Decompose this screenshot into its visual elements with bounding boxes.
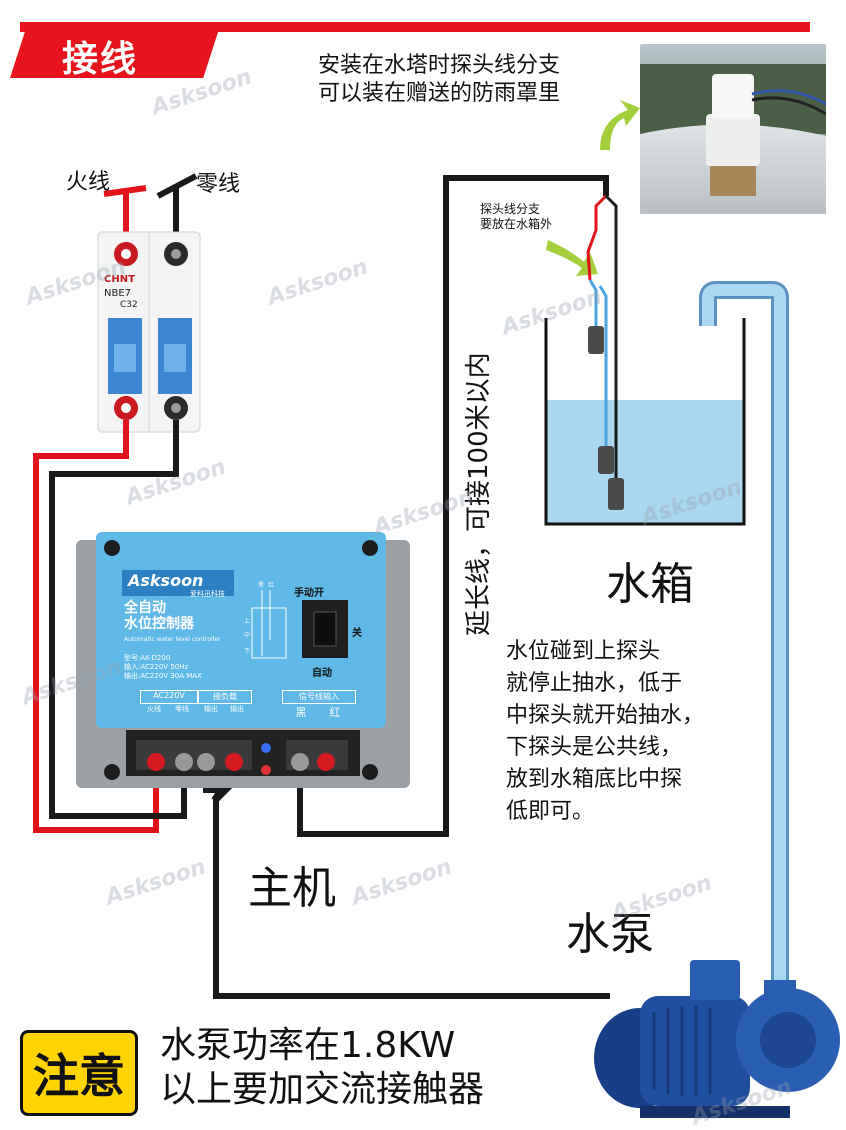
water-pump xyxy=(594,960,840,1118)
host-label: 主机 xyxy=(248,863,336,914)
controller-brand-cn: 爱科迅科技 xyxy=(190,590,225,598)
terminal-live-label: 火线 xyxy=(147,705,161,713)
arrow-to-branch-icon xyxy=(546,240,598,276)
switch-off-label: 关 xyxy=(352,628,362,639)
page-title: 接线 xyxy=(62,39,139,80)
header-tab xyxy=(10,26,220,78)
terminal-black-label: 黑 xyxy=(295,706,307,719)
probe-assembly xyxy=(586,194,624,510)
controller-model: 型号:AK-D200 xyxy=(124,654,171,662)
controller-title-line1: 全自动 xyxy=(124,600,166,616)
terminal-signal-label: 信号线输入 xyxy=(282,690,356,704)
level-description: 水位碰到上探头 就停止抽水，低于 中探头就开始抽水， 下探头是公共线， 放到水箱… xyxy=(506,639,705,824)
switch-on-label: 手动开 xyxy=(294,588,324,599)
controller-title: 全自动 水位控制器 xyxy=(124,600,194,632)
branch-note-line2: 要放在水箱外 xyxy=(480,217,553,231)
controller-unit xyxy=(76,532,410,788)
probe-top-label: 上 xyxy=(244,618,251,625)
probe-red-label: 红 xyxy=(268,582,275,589)
terminal-ac-label: AC220V xyxy=(140,690,198,704)
breaker-brand: CHNT xyxy=(104,274,135,285)
probe-mid-label: 中 xyxy=(244,632,251,639)
tank-label: 水箱 xyxy=(606,559,694,610)
water-tank xyxy=(544,318,746,526)
water-pipe xyxy=(699,281,789,988)
tower-note-line1: 安装在水塔时探头线分支 xyxy=(318,53,561,78)
branch-note: 探头线分支 要放在水箱外 xyxy=(480,202,552,232)
arrow-to-photo-icon xyxy=(600,100,640,150)
controller-specs: 型号:AK-D200 输入:AC220V 50Hz 输出:AC220V 30A … xyxy=(124,654,202,681)
live-wire-label: 火线 xyxy=(66,170,111,195)
probe-bottom-label: 下 xyxy=(244,648,251,655)
pump-label: 水泵 xyxy=(566,909,654,960)
terminal-neutral-label: 零线 xyxy=(175,705,189,713)
terminal-load-label: 接负载 xyxy=(198,690,252,704)
controller-subtitle: Automatic water level controller xyxy=(124,636,221,643)
probe-black-label: 黑 xyxy=(258,582,265,589)
neutral-wire-label: 零线 xyxy=(196,172,241,197)
terminal-out1-label: 输出 xyxy=(204,705,218,713)
breaker-model: NBE7 xyxy=(104,288,132,299)
terminal-out2-label: 输出 xyxy=(230,705,244,713)
warning-text: 水泵功率在1.8KW 以上要加交流接触器 xyxy=(160,1025,485,1110)
controller-brand: Asksoon xyxy=(128,571,204,590)
controller-output: 输出:AC220V 30A MAX xyxy=(124,672,202,680)
controller-title-line2: 水位控制器 xyxy=(124,616,194,632)
circuit-breaker xyxy=(97,231,201,433)
terminal-red-label: 红 xyxy=(329,706,341,719)
header-bar xyxy=(20,22,810,32)
tower-note-line2: 可以装在赠送的防雨罩里 xyxy=(318,81,561,106)
water-tower-photo xyxy=(640,44,826,214)
tower-note: 安装在水塔时探头线分支 可以装在赠送的防雨罩里 xyxy=(318,52,560,108)
switch-auto-label: 自动 xyxy=(312,668,332,679)
breaker-rating: C32 xyxy=(120,300,138,310)
branch-note-line1: 探头线分支 xyxy=(480,202,541,216)
controller-input: 输入:AC220V 50Hz xyxy=(124,663,189,671)
warning-badge: 注意 xyxy=(20,1030,138,1116)
